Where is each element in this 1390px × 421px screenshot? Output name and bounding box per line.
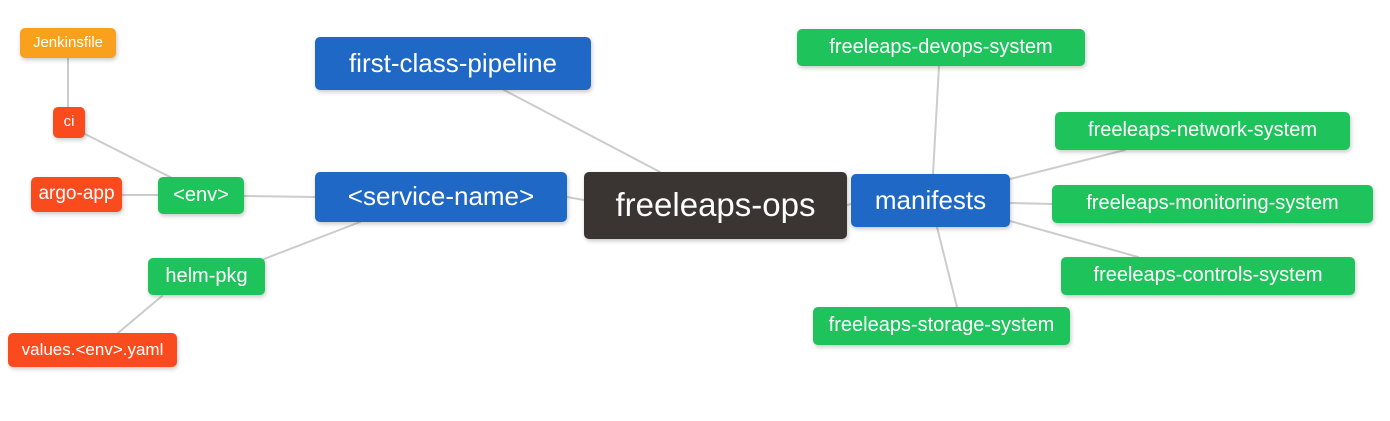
node-ci[interactable]: ci bbox=[53, 107, 85, 138]
edge-manifests-freeleaps-controls-system bbox=[1009, 220, 1139, 258]
node-freeleaps-controls-system[interactable]: freeleaps-controls-system bbox=[1061, 257, 1355, 295]
node-env[interactable]: <env> bbox=[158, 177, 244, 214]
node-first-class-pipeline[interactable]: first-class-pipeline bbox=[315, 37, 591, 90]
node-values-env-yaml[interactable]: values.<env>.yaml bbox=[8, 333, 177, 367]
node-freeleaps-network-system[interactable]: freeleaps-network-system bbox=[1055, 112, 1350, 150]
edge-manifests-freeleaps-storage-system bbox=[936, 226, 958, 308]
edge-manifests-freeleaps-devops-system bbox=[932, 65, 940, 175]
edge-manifests-freeleaps-monitoring-system bbox=[1009, 202, 1053, 205]
edge-service-name-freeleaps-ops bbox=[566, 196, 585, 201]
node-helm-pkg[interactable]: helm-pkg bbox=[148, 258, 265, 295]
node-freeleaps-monitoring-system[interactable]: freeleaps-monitoring-system bbox=[1052, 185, 1373, 223]
edge-env-service-name bbox=[243, 195, 316, 198]
edge-manifests-freeleaps-network-system bbox=[1009, 149, 1126, 180]
edge-service-name-helm-pkg bbox=[263, 221, 361, 260]
node-manifests[interactable]: manifests bbox=[851, 174, 1010, 227]
edge-first-class-pipeline-freeleaps-ops bbox=[503, 89, 661, 173]
node-freeleaps-storage-system[interactable]: freeleaps-storage-system bbox=[813, 307, 1070, 345]
node-freeleaps-ops[interactable]: freeleaps-ops bbox=[584, 172, 847, 239]
edge-values-env-yaml-helm-pkg bbox=[117, 295, 163, 334]
node-argo-app[interactable]: argo-app bbox=[31, 177, 122, 212]
node-freeleaps-devops-system[interactable]: freeleaps-devops-system bbox=[797, 29, 1085, 66]
node-service-name[interactable]: <service-name> bbox=[315, 172, 567, 222]
edge-ci-env bbox=[84, 133, 173, 179]
node-jenkinsfile[interactable]: Jenkinsfile bbox=[20, 28, 116, 58]
